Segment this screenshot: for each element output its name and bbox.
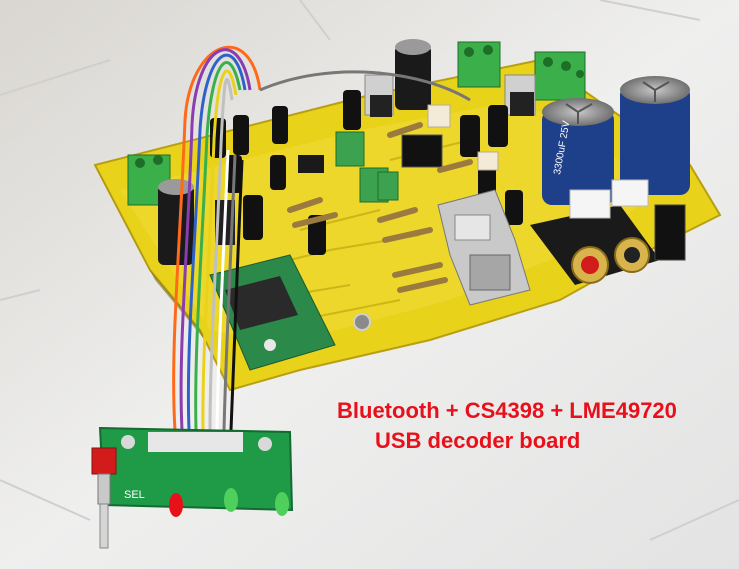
terminal-block-top (457, 41, 501, 88)
led-green-1 (224, 488, 238, 512)
ribbon-wires (172, 45, 471, 431)
large-capacitor-1: 3300uF 25V (542, 98, 614, 205)
toggle-switch (91, 447, 117, 475)
caption-line-1: Bluetooth + CS4398 + LME49720 (337, 398, 677, 423)
rca-jacks (530, 179, 686, 285)
large-capacitor-2 (620, 76, 690, 195)
dip-chip (401, 134, 443, 168)
sel-label: SEL (124, 489, 145, 501)
switch-sub-board: SEL (91, 426, 294, 549)
led-red (169, 493, 183, 517)
ic-chip-1 (298, 155, 324, 173)
film-capacitors (335, 131, 399, 203)
terminal-block-right (534, 51, 586, 101)
bluetooth-module (209, 254, 336, 371)
resistors (287, 122, 473, 293)
led-green-2 (275, 492, 289, 516)
usb-connector (437, 189, 531, 306)
capacitor-left (158, 179, 194, 265)
caption-line-2: USB decoder board (375, 428, 581, 453)
